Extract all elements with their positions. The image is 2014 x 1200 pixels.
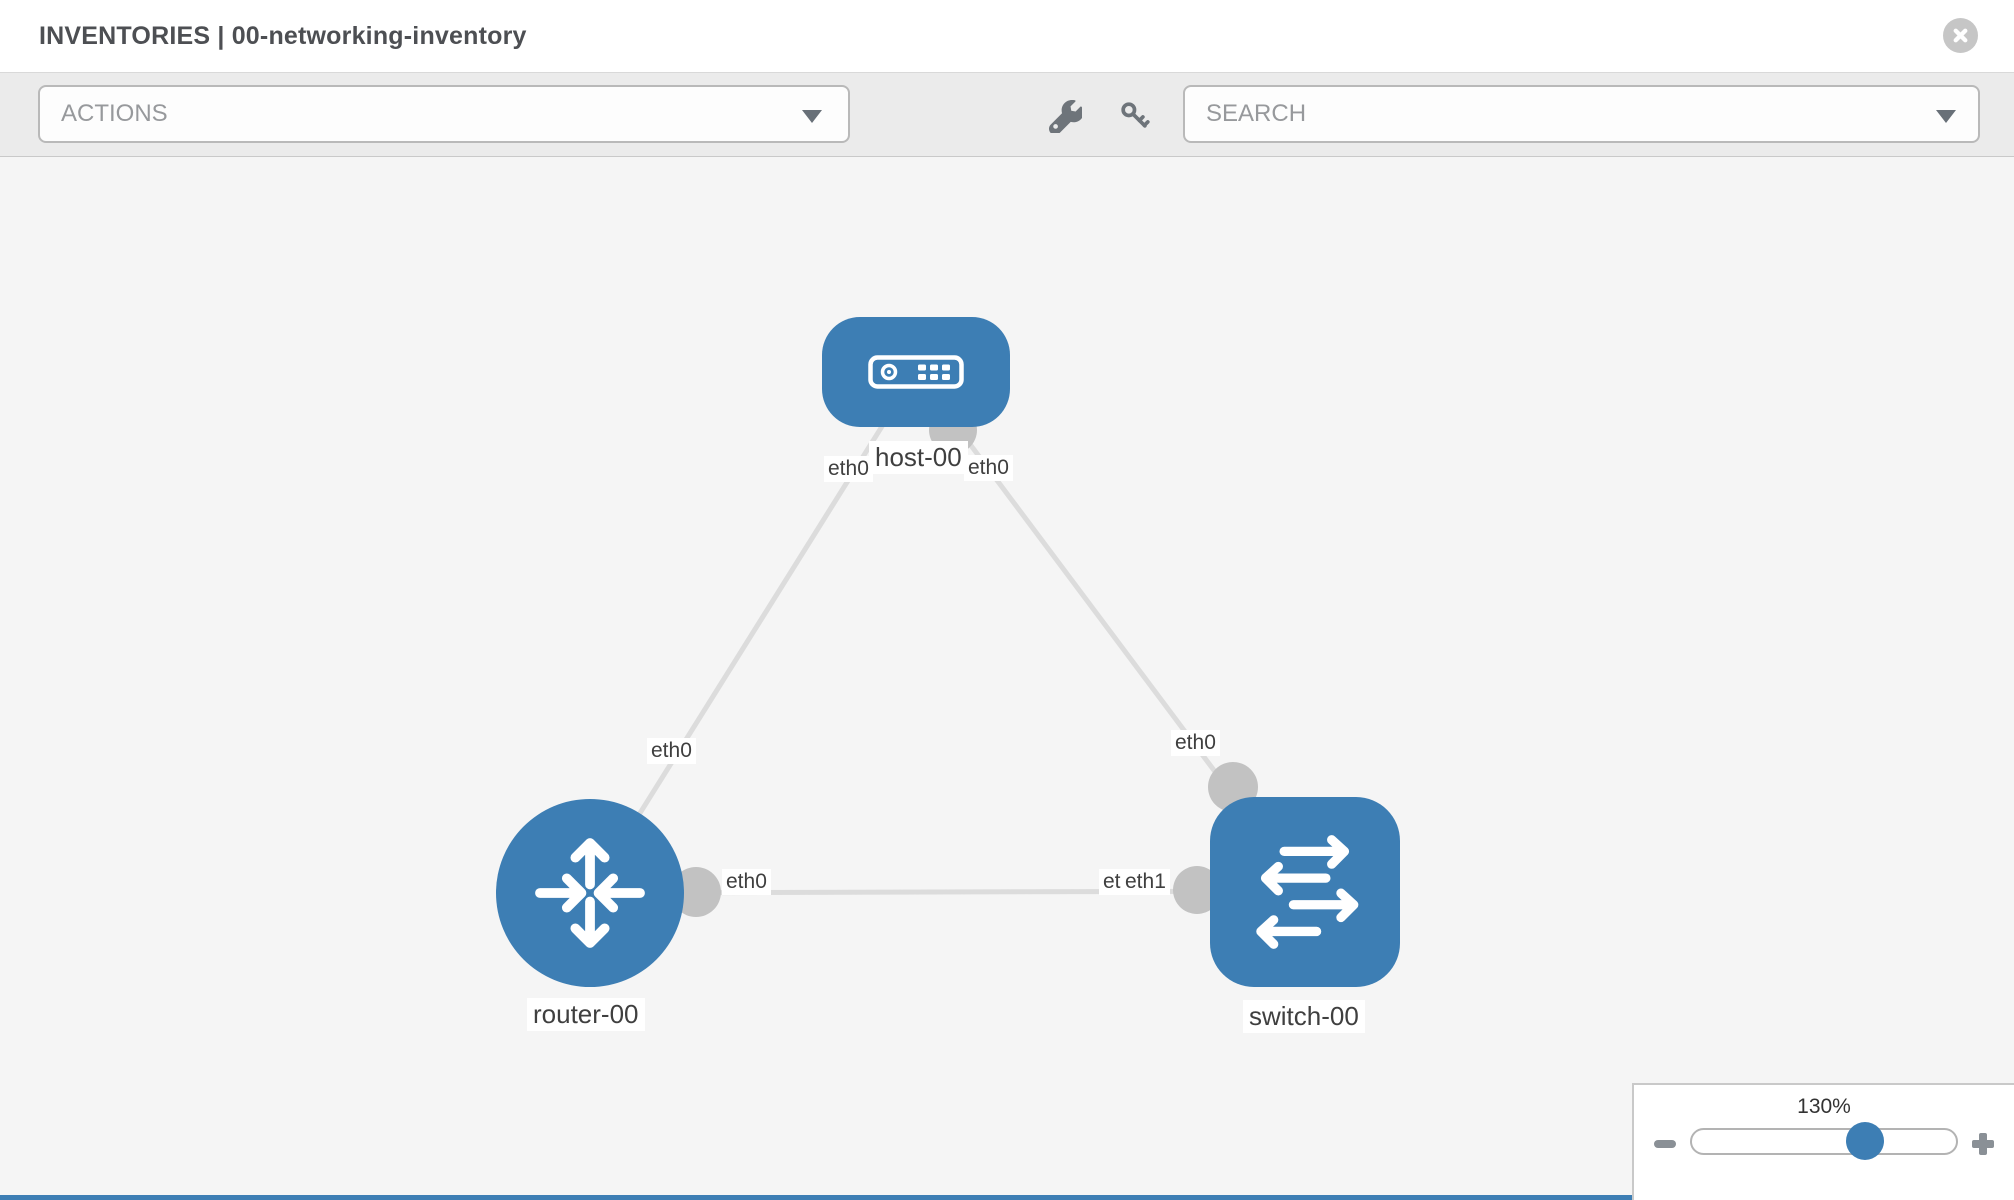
zoom-slider-handle[interactable]	[1846, 1122, 1884, 1160]
footer-accent-bar	[0, 1195, 1632, 1200]
interface-label: eth0	[824, 456, 873, 482]
actions-dropdown-label: ACTIONS	[61, 100, 168, 127]
node-label-host: host-00	[869, 441, 968, 474]
chevron-down-icon	[1936, 110, 1956, 123]
toolbar: ACTIONS SEARCH	[0, 73, 2014, 157]
links-layer	[587, 370, 1308, 917]
chevron-down-icon	[802, 110, 822, 123]
page-title: INVENTORIES | 00-networking-inventory	[39, 22, 527, 50]
router-icon	[535, 838, 645, 948]
node-switch[interactable]	[1210, 797, 1400, 987]
key-icon	[1121, 102, 1150, 128]
node-host[interactable]	[822, 317, 1010, 427]
interface-label: eth0	[647, 738, 696, 764]
close-icon	[1953, 28, 1968, 43]
interface-connector	[1173, 866, 1221, 914]
zoom-slider[interactable]	[1690, 1122, 1958, 1160]
interface-label: eth0	[1171, 730, 1220, 756]
zoom-panel: 130%	[1632, 1083, 2014, 1200]
interface-label: eth0	[722, 869, 771, 895]
node-label-switch: switch-00	[1243, 1000, 1365, 1033]
key-button[interactable]	[1116, 97, 1154, 135]
node-label-router: router-00	[527, 998, 645, 1031]
close-button[interactable]	[1943, 18, 1978, 53]
search-dropdown-label: SEARCH	[1206, 100, 1307, 127]
host-icon	[868, 355, 964, 389]
search-dropdown[interactable]: SEARCH	[1183, 85, 1980, 143]
interface-label: eth0	[964, 455, 1013, 481]
wrench-icon	[1048, 99, 1082, 133]
header: INVENTORIES | 00-networking-inventory	[0, 0, 2014, 73]
tools-button[interactable]	[1046, 97, 1084, 135]
zoom-out-button[interactable]	[1646, 1127, 1684, 1161]
plus-icon	[1972, 1133, 1994, 1155]
interface-label: eth1	[1121, 869, 1170, 895]
topology-canvas[interactable]: host-00 router-00 switch-00 eth0 eth0 et…	[0, 157, 2014, 1200]
switch-icon	[1256, 835, 1359, 949]
actions-dropdown[interactable]: ACTIONS	[38, 85, 850, 143]
minus-icon	[1654, 1140, 1676, 1148]
node-router[interactable]	[496, 799, 684, 987]
zoom-in-button[interactable]	[1964, 1127, 2002, 1161]
interface-connector	[671, 867, 721, 917]
zoom-level-label: 130%	[1797, 1095, 1851, 1118]
